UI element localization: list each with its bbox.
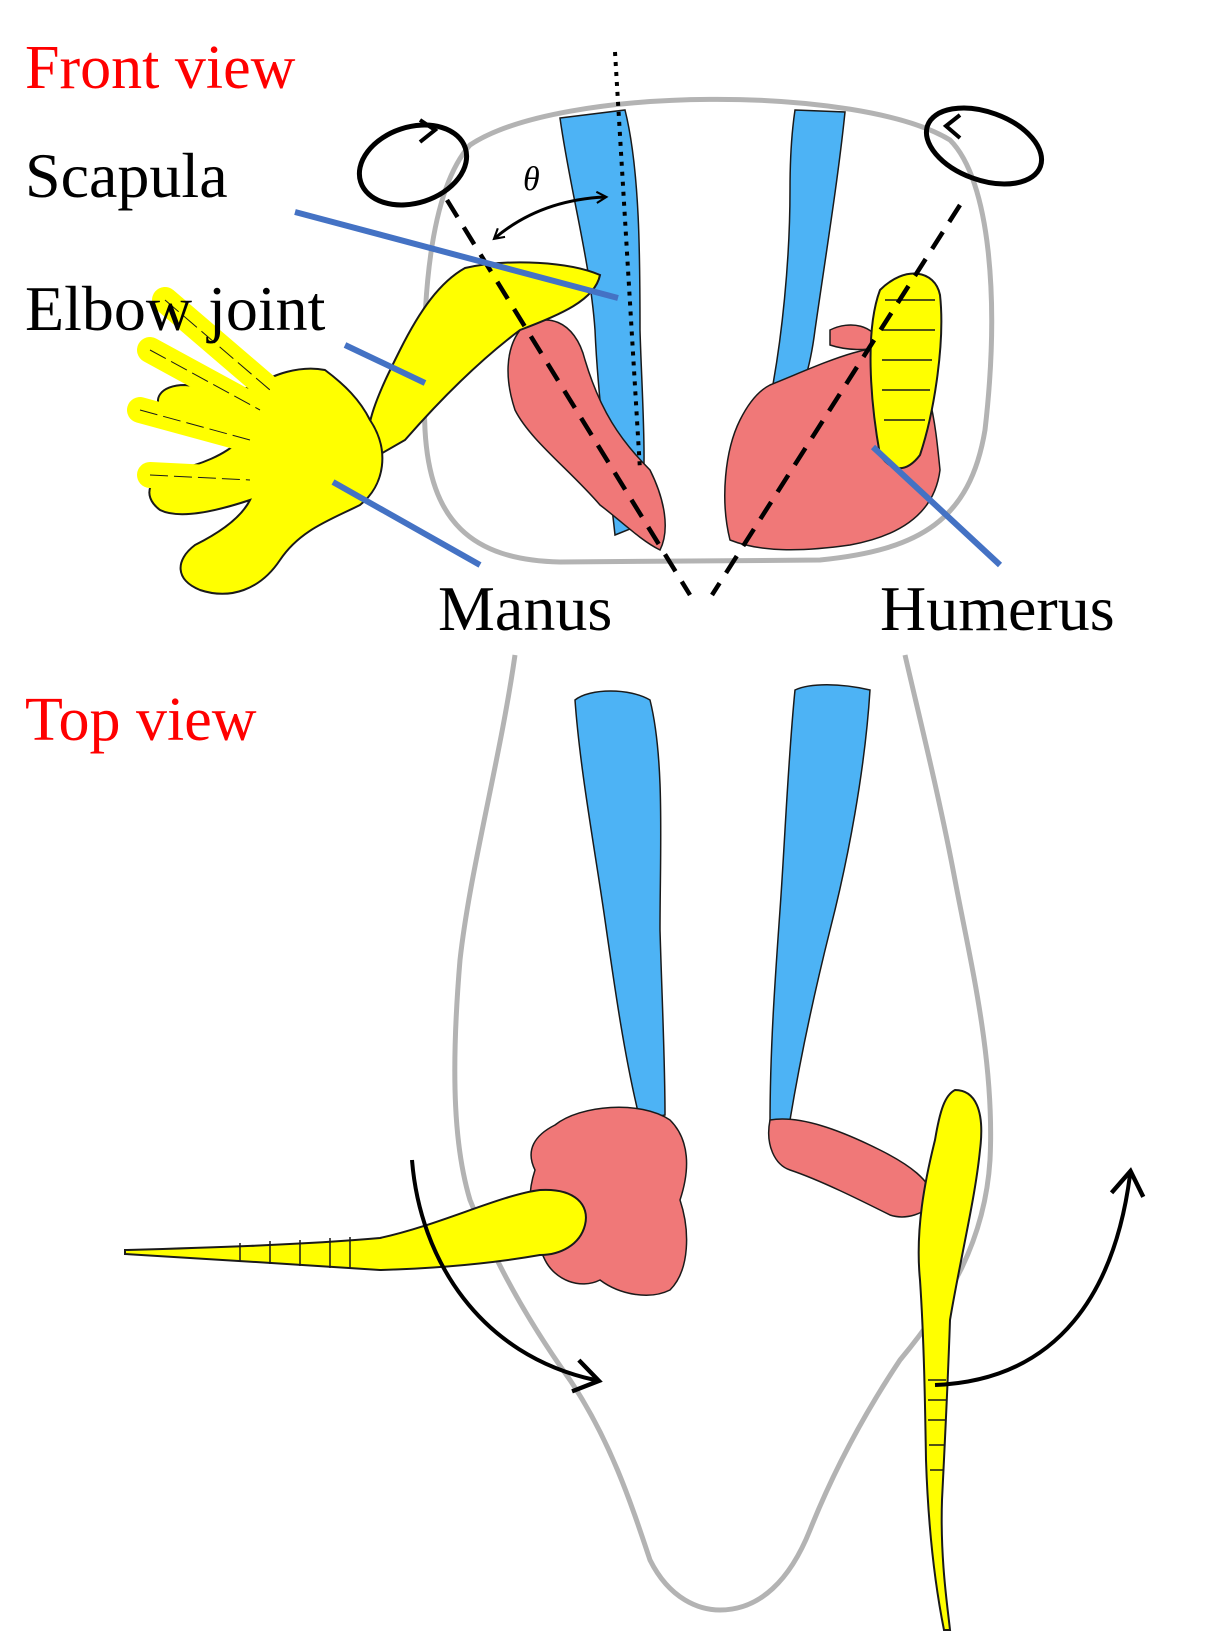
left-rotation-arrowhead [418, 118, 439, 144]
top-left-scapula [574, 690, 666, 1121]
front-view [127, 51, 1045, 597]
right-swing-arrow [934, 1167, 1146, 1387]
right-rotation-arrowhead [942, 113, 962, 140]
left-swing-arrow [410, 1159, 603, 1394]
theta-arc [492, 190, 609, 241]
scapula-pointer [294, 209, 619, 301]
top-right-forelimb-segments [928, 1379, 946, 1471]
front-left-manus-digit-lines [139, 299, 271, 481]
front-view-title: Front view [25, 34, 296, 102]
elbow-joint-pointer [343, 342, 427, 386]
top-view-title: Top view [25, 686, 257, 754]
top-body-outline [452, 654, 994, 1613]
left-rotation-ellipse [356, 122, 470, 208]
right-rotation-ellipse [923, 105, 1045, 187]
theta-label: θ [523, 161, 540, 198]
humerus-pointer [870, 444, 1003, 568]
front-left-forearm [366, 261, 602, 462]
front-right-manus-segments [882, 299, 935, 421]
top-left-forelimb-segments [239, 1237, 351, 1269]
top-right-humerus [768, 1118, 936, 1218]
top-left-forelimb [124, 1188, 587, 1272]
front-left-humerus [507, 319, 666, 552]
elbow-joint-label: Elbow joint [25, 273, 326, 344]
scapula-label: Scapula [25, 140, 228, 211]
right-dashed-axis [710, 203, 962, 597]
humerus-label: Humerus [880, 573, 1115, 644]
manus-label: Manus [438, 573, 612, 644]
top-right-scapula [769, 684, 871, 1126]
top-right-forelimb [917, 1088, 983, 1631]
manus-pointer [331, 479, 482, 568]
top-view [124, 654, 1146, 1631]
front-left-forelimb [127, 261, 602, 595]
